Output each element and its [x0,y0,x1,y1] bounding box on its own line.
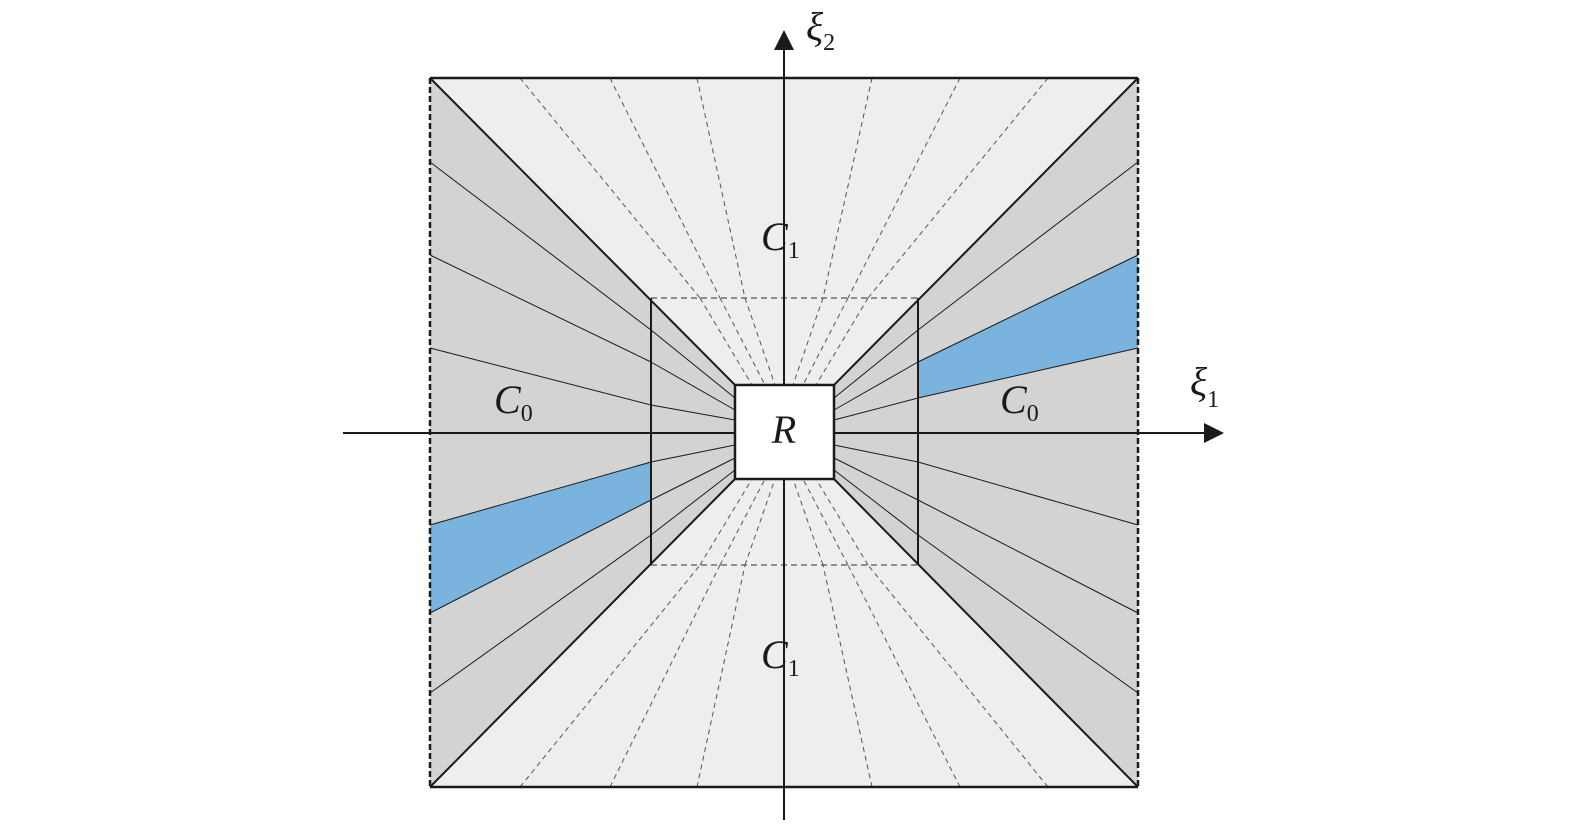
label-c0-right: C0 [1000,377,1039,427]
highlight-wedge-right [918,255,1138,398]
label-c1-lower: C1 [761,632,800,682]
inner-boundary-solid [650,298,919,565]
c0-rays [429,161,1139,694]
label-c1-upper: C1 [761,214,800,264]
label-xi2: ξ2 [806,4,835,56]
center-region-r [733,383,836,481]
label-c0-left: C0 [494,377,533,427]
cone-boundaries [429,77,1139,788]
label-r: R [771,407,796,452]
highlight-wedge-left [430,462,651,613]
label-xi1: ξ1 [1190,359,1219,413]
